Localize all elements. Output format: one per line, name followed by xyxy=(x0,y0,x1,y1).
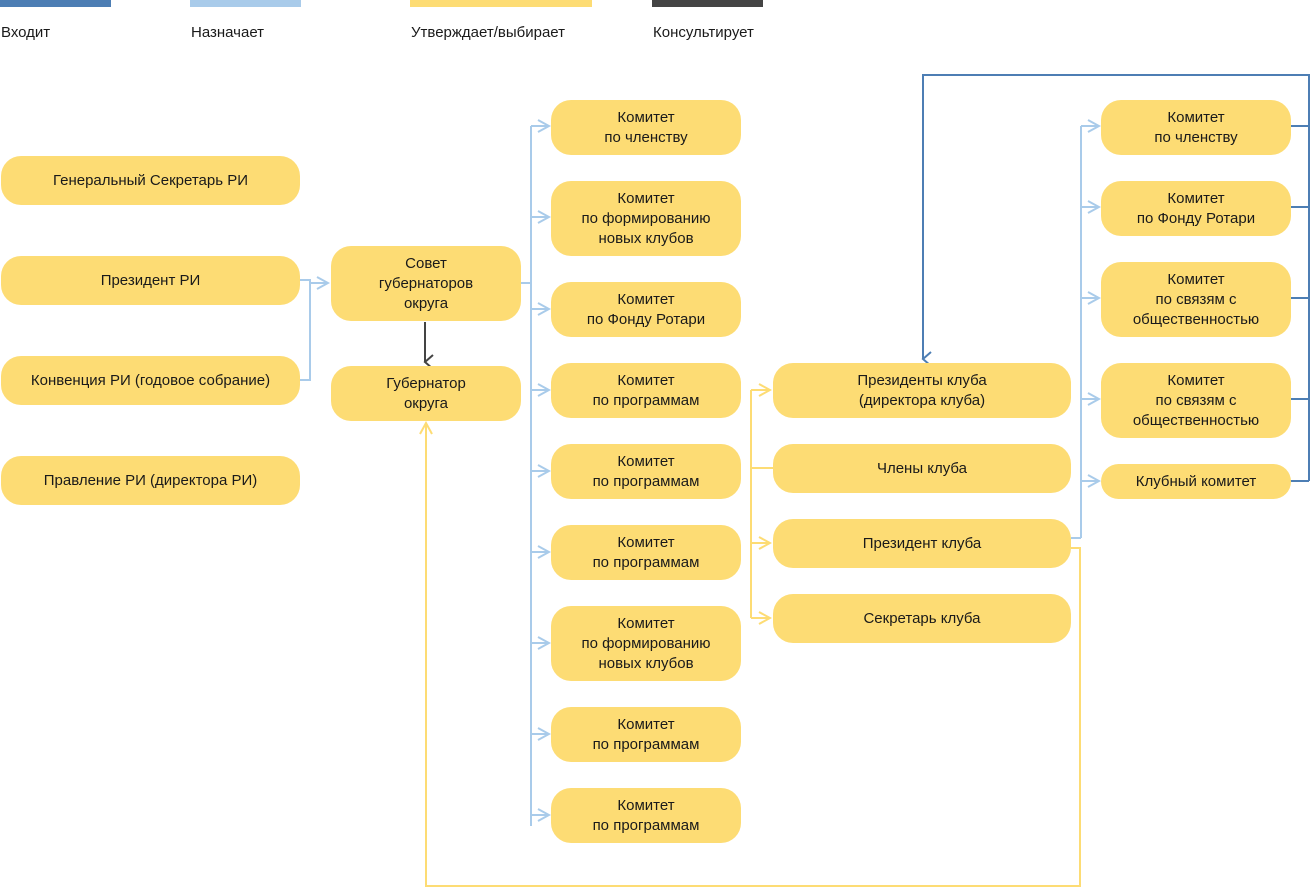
node-label-line: по программам xyxy=(592,735,700,753)
edge-committees-to-directors xyxy=(921,74,1310,482)
node-label-line: Комитет xyxy=(617,108,675,126)
node-district-committee: Комитет по программам xyxy=(551,788,741,843)
node-label-line: Комитет xyxy=(1167,189,1225,207)
node-label-line: Комитет xyxy=(617,371,675,389)
node-label-line: по Фонду Ротари xyxy=(1136,209,1256,227)
node-label-line: Комитет xyxy=(617,290,675,308)
node-label-line: Президенты клуба xyxy=(857,371,987,389)
legend-swatch-approves xyxy=(410,0,592,7)
node-district-committee: Комитет по членству xyxy=(551,100,741,155)
legend-swatch-appoints xyxy=(190,0,301,7)
node-label-line: губернаторов xyxy=(378,274,474,292)
node-label-line: Комитет xyxy=(617,533,675,551)
node-club-president: Президент клуба xyxy=(773,519,1071,568)
legend-label-approves: Утверждает/выбирает xyxy=(411,24,566,41)
legend-swatch-enters xyxy=(0,0,111,7)
node-club-committee: Комитет по членству xyxy=(1101,100,1291,155)
node-label-line: новых клубов xyxy=(598,229,694,247)
node-ri-president: Президент РИ xyxy=(1,256,300,305)
node-label-line: по программам xyxy=(592,391,700,409)
legend-label-appoints: Назначает xyxy=(191,24,265,41)
node-ri-board: Правление РИ (директора РИ) xyxy=(1,456,300,505)
node-label-line: общественностью xyxy=(1132,411,1260,429)
node-ri-convention: Конвенция РИ (годовое собрание) xyxy=(1,356,300,405)
node-district-committee: Комитет по программам xyxy=(551,707,741,762)
node-label-line: Клубный комитет xyxy=(1135,472,1257,490)
node-label-line: Комитет xyxy=(617,452,675,470)
node-label-line: Комитет xyxy=(617,189,675,207)
node-label-line: (директора клуба) xyxy=(858,391,986,409)
edge-ri-to-council xyxy=(300,280,328,381)
node-ri-general-secretary: Генеральный Секретарь РИ xyxy=(1,156,300,205)
node-club-committee: Комитет по связям с общественностью xyxy=(1101,262,1291,337)
edge-council-to-committees xyxy=(521,126,549,826)
node-label: Конвенция РИ (годовое собрание) xyxy=(30,371,271,389)
node-district-committee: Комитет по Фонду Ротари xyxy=(551,282,741,337)
node-club-directors: Президенты клуба (директора клуба) xyxy=(773,363,1071,418)
node-label-line: Комитет xyxy=(1167,371,1225,389)
edge-club-president-to-committees xyxy=(1071,126,1099,539)
legend-label-enters: Входит xyxy=(1,24,51,41)
node-district-committee: Комитет по программам xyxy=(551,444,741,499)
legend-swatch-consults xyxy=(652,0,763,7)
node-label-line: Комитет xyxy=(1167,108,1225,126)
node-label-line: округа xyxy=(403,294,449,312)
node-label-line: общественностью xyxy=(1132,310,1260,328)
node-label: Президент РИ xyxy=(100,271,201,289)
node-label-line: по связям с xyxy=(1155,391,1237,409)
node-label-line: Совет xyxy=(405,254,447,272)
node-club-secretary: Секретарь клуба xyxy=(773,594,1071,643)
node-district-committee: Комитет по программам xyxy=(551,525,741,580)
node-label: Президент клуба xyxy=(862,534,982,552)
node-label: Секретарь клуба xyxy=(863,609,981,627)
node-label-line: Губернатор xyxy=(386,374,466,392)
node-label: Правление РИ (директора РИ) xyxy=(43,471,258,489)
node-label: Генеральный Секретарь РИ xyxy=(52,171,249,189)
node-label: Члены клуба xyxy=(876,459,968,477)
node-district-committee: Комитет по формированию новых клубов xyxy=(551,606,741,681)
edge-club-president-to-governor xyxy=(426,423,1081,887)
node-label-line: по программам xyxy=(592,816,700,834)
node-label-line: округа xyxy=(403,394,449,412)
node-label-line: Комитет xyxy=(617,796,675,814)
node-label-line: по программам xyxy=(592,553,700,571)
node-label-line: по формированию xyxy=(581,634,711,652)
node-label-line: по Фонду Ротари xyxy=(586,310,706,328)
node-label-line: по формированию xyxy=(581,209,711,227)
node-label-line: Комитет xyxy=(1167,270,1225,288)
node-club-committee: Клубный комитет xyxy=(1101,464,1291,499)
node-club-committee: Комитет по Фонду Ротари xyxy=(1101,181,1291,236)
node-label-line: Комитет xyxy=(617,614,675,632)
node-label-line: по членству xyxy=(1154,128,1238,146)
node-label-line: новых клубов xyxy=(598,654,694,672)
legend-label-consults: Консультирует xyxy=(653,24,754,41)
edge-members-to-officers xyxy=(750,390,773,618)
node-label-line: по членству xyxy=(604,128,688,146)
node-label-line: по связям с xyxy=(1155,290,1237,308)
node-club-committee: Комитет по связям с общественностью xyxy=(1101,363,1291,438)
node-label-line: Комитет xyxy=(617,715,675,733)
node-district-council: Совет губернаторов округа xyxy=(331,246,521,321)
node-club-members: Члены клуба xyxy=(773,444,1071,493)
node-district-committee: Комитет по программам xyxy=(551,363,741,418)
node-district-committee: Комитет по формированию новых клубов xyxy=(551,181,741,256)
node-label-line: по программам xyxy=(592,472,700,490)
node-district-governor: Губернатор округа xyxy=(331,366,521,421)
